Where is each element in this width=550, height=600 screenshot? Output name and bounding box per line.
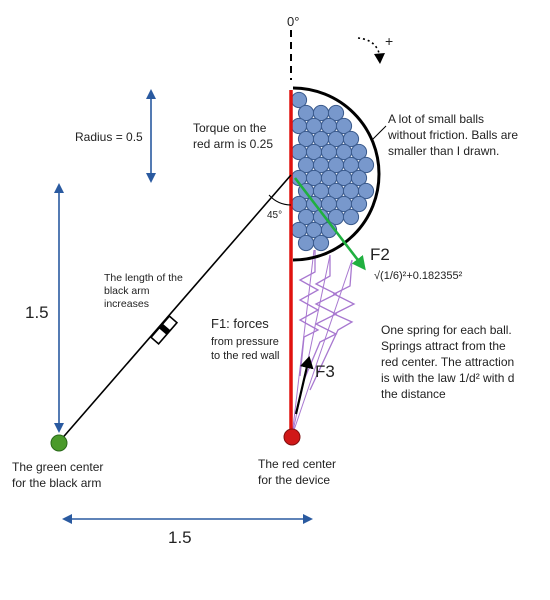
angle-label: 45° (267, 210, 282, 221)
angle-arc (268, 194, 292, 206)
arm-length-label-line1: The length of the (104, 272, 183, 284)
vertical-dimension-label: 1.5 (25, 303, 49, 322)
f1-label-line1: F1: forces (211, 316, 269, 331)
f1-label-line2: from pressure (211, 336, 279, 348)
balls-pointer-line (371, 125, 387, 141)
f2-formula: √(1/6)²+0.182355² (374, 270, 463, 282)
spring-label-line4: is with the law 1/d² with d (381, 371, 514, 385)
black-arm (58, 174, 292, 443)
spring-label-line1: One spring for each ball. (381, 323, 512, 337)
red-center-label-line2: for the device (258, 473, 330, 487)
f1-label-line3: to the red wall (211, 350, 279, 362)
green-center-point (50, 434, 68, 452)
spring-coil (309, 259, 356, 391)
rotation-arrowhead-icon (374, 53, 385, 64)
small-ball (350, 169, 368, 187)
f2-force-arrow (293, 177, 366, 271)
rotation-direction-icon (357, 37, 381, 59)
horizontal-dimension-label: 1.5 (168, 528, 192, 547)
small-ball (312, 234, 330, 252)
small-ball (327, 104, 345, 122)
red-center-point (283, 428, 301, 446)
balls-label-line1: A lot of small balls (388, 112, 484, 126)
green-center-label-line2: for the black arm (12, 476, 101, 490)
small-ball (350, 195, 368, 213)
small-ball (357, 156, 375, 174)
balls-label-line3: smaller than I drawn. (388, 144, 499, 158)
torque-label-line2: red arm is 0.25 (193, 137, 273, 151)
balls-label-line2: without friction. Balls are (387, 128, 518, 142)
plus-sign-label: + (385, 33, 393, 49)
zero-degree-label: 0° (287, 14, 299, 29)
small-ball (350, 143, 368, 161)
small-ball (342, 130, 360, 148)
arm-length-label-line3: increases (104, 298, 149, 310)
f2-label: F2 (370, 245, 390, 264)
semicircle-container (292, 86, 381, 262)
small-ball (297, 234, 315, 252)
spring-label-line2: Springs attract from the (381, 339, 506, 353)
small-ball (335, 117, 353, 135)
arm-length-label-line2: black arm (104, 285, 150, 297)
springs (291, 249, 356, 437)
red-center-label-line1: The red center (258, 457, 336, 471)
small-ball (357, 182, 375, 200)
f3-force-arrow (294, 356, 314, 415)
green-center-label-line1: The green center (12, 460, 103, 474)
f3-label: F3 (315, 362, 335, 381)
telescopic-joint (149, 315, 179, 345)
small-ball (342, 208, 360, 226)
spring-label-line3: red center. The attraction (381, 355, 514, 369)
spring-coil (298, 250, 320, 377)
radius-label: Radius = 0.5 (75, 130, 143, 144)
spring-label-line5: the distance (381, 387, 446, 401)
torque-label-line1: Torque on the (193, 121, 267, 135)
spring-coil (303, 255, 338, 381)
